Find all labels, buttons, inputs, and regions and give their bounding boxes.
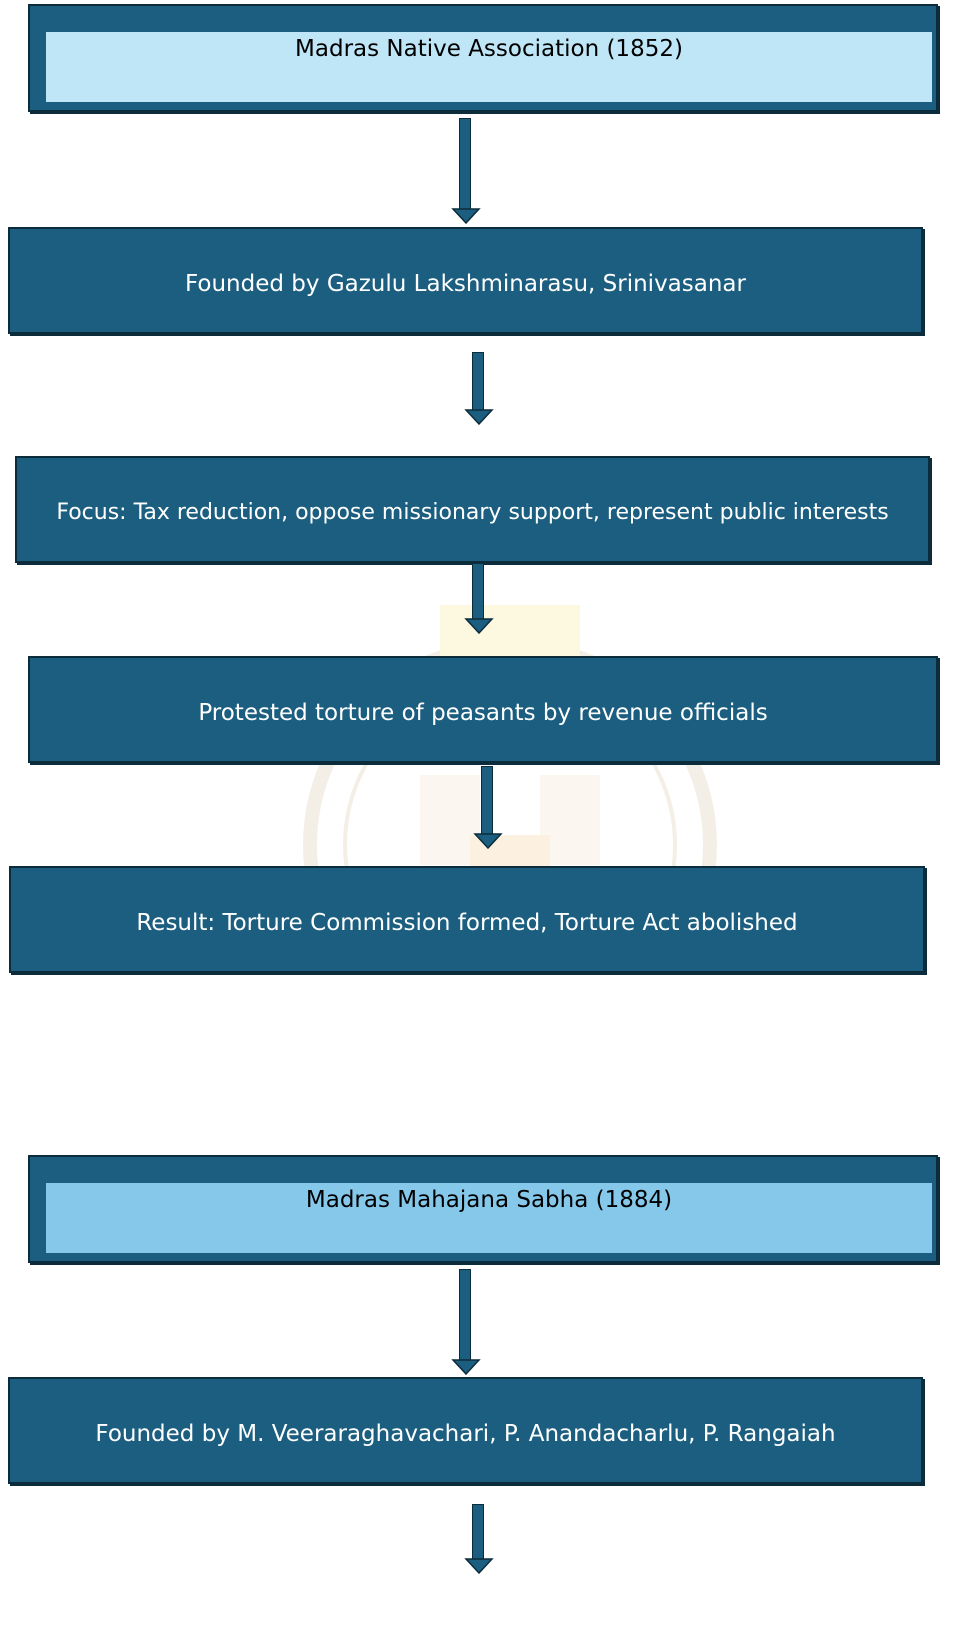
arrow-down [464, 563, 494, 634]
arrow-down [451, 118, 481, 224]
arrow-down [464, 1504, 494, 1574]
header-title: Madras Native Association (1852) [295, 36, 683, 62]
step-text: Focus: Tax reduction, oppose missionary … [56, 500, 889, 525]
step-text: Protested torture of peasants by revenue… [198, 700, 768, 726]
header-inner-panel: Madras Mahajana Sabha (1884) [46, 1183, 932, 1253]
step-text: Founded by Gazulu Lakshminarasu, Sriniva… [185, 271, 746, 297]
header-inner-panel: Madras Native Association (1852) [46, 32, 932, 102]
header-box-madras-native-association: Madras Native Association (1852) [28, 4, 938, 112]
header-box-madras-mahajana-sabha: Madras Mahajana Sabha (1884) [28, 1155, 938, 1263]
arrow-down [473, 766, 503, 849]
step-box-result: Result: Torture Commission formed, Tortu… [9, 866, 925, 973]
step-text: Result: Torture Commission formed, Tortu… [136, 910, 798, 936]
step-text: Founded by M. Veeraraghavachari, P. Anan… [95, 1421, 836, 1447]
step-box-focus: Focus: Tax reduction, oppose missionary … [15, 456, 930, 563]
arrow-down [464, 352, 494, 425]
step-box-founders: Founded by M. Veeraraghavachari, P. Anan… [8, 1377, 923, 1484]
step-box-founders: Founded by Gazulu Lakshminarasu, Sriniva… [8, 227, 923, 334]
step-box-protest: Protested torture of peasants by revenue… [28, 656, 938, 763]
header-title: Madras Mahajana Sabha (1884) [305, 1187, 673, 1213]
arrow-down [451, 1269, 481, 1375]
